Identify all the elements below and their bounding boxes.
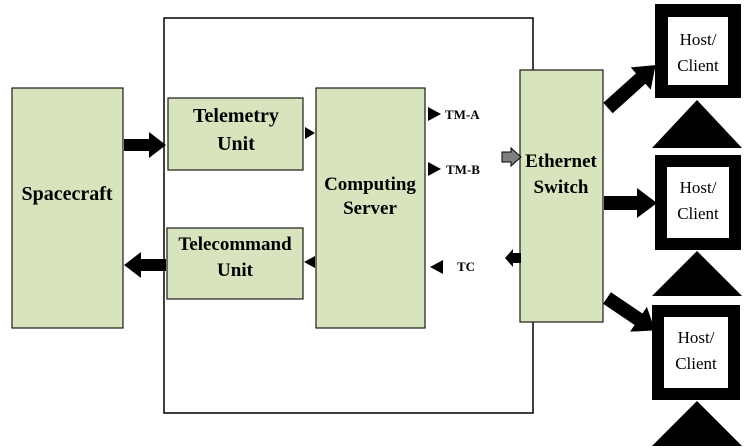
ethernet-switch-label-line1: Ethernet xyxy=(525,151,597,172)
telecommand-unit-label-line1: Telecommand xyxy=(178,234,292,255)
spacecraft-label: Spacecraft xyxy=(21,183,112,205)
port-tm-b-label: TM-B xyxy=(446,162,480,177)
port-tm-b-arrow xyxy=(428,162,441,176)
telemetry-unit-label-line1: Telemetry xyxy=(193,105,279,127)
port-tc-label: TC xyxy=(457,259,475,274)
host-client-3: Host/ Client xyxy=(652,305,742,446)
arrow-out-of-switch xyxy=(505,249,521,267)
monitor-stand-icon xyxy=(652,401,742,446)
host-2-label-line1: Host/ xyxy=(680,178,717,197)
host-client-1: Host/ Client xyxy=(652,4,742,148)
computing-server-label-line1: Computing xyxy=(324,174,416,195)
host-1-label-line2: Client xyxy=(677,56,719,75)
computing-server-label-line2: Server xyxy=(343,198,397,219)
host-2-label-line2: Client xyxy=(677,204,719,223)
arrow-switch-to-host-3 xyxy=(603,292,656,332)
host-client-2: Host/ Client xyxy=(652,155,742,296)
port-tc-arrow xyxy=(430,260,443,274)
monitor-screen xyxy=(667,167,729,238)
arrow-into-switch-gray xyxy=(501,146,522,168)
host-3-label-line2: Client xyxy=(675,354,717,373)
arrow-switch-to-host-1 xyxy=(603,65,656,114)
arrow-spacecraft-to-telemetry xyxy=(124,132,166,158)
monitor-stand-icon xyxy=(652,100,742,148)
arrow-telecommand-to-spacecraft xyxy=(124,252,166,278)
ethernet-switch-block: Ethernet Switch xyxy=(519,69,604,323)
telemetry-unit-label-line2: Unit xyxy=(217,133,255,155)
monitor-stand-icon xyxy=(652,251,742,296)
telecommand-unit-block: Telecommand Unit xyxy=(166,227,304,300)
spacecraft-block: Spacecraft xyxy=(11,87,124,329)
monitor-screen xyxy=(668,17,728,85)
arrow-switch-to-host-2 xyxy=(604,188,657,218)
host-3-label-line1: Host/ xyxy=(678,328,715,347)
monitor-screen xyxy=(664,317,728,388)
arrow-telemetry-to-server xyxy=(305,127,315,139)
telemetry-unit-block: Telemetry Unit xyxy=(167,97,304,171)
computing-server-block: Computing Server xyxy=(315,87,426,329)
ethernet-switch-label-line2: Switch xyxy=(534,177,589,198)
port-tm-a-label: TM-A xyxy=(445,107,480,122)
telecommand-unit-label-line2: Unit xyxy=(217,260,254,281)
arrow-server-to-telecommand xyxy=(304,256,315,268)
host-1-label-line1: Host/ xyxy=(680,30,717,49)
port-tm-a-arrow xyxy=(428,107,441,121)
